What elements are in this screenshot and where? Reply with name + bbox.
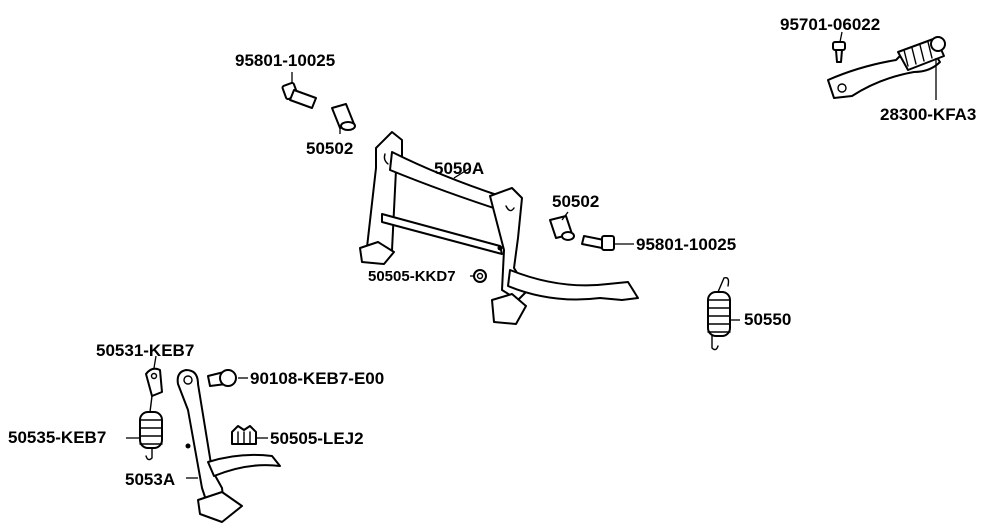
stopper-side — [231, 425, 257, 445]
main-stand — [359, 131, 639, 325]
label-bracket-side: 50531-KEB7 — [96, 341, 195, 360]
bolt-right — [581, 235, 615, 251]
spring-side — [139, 395, 163, 461]
label-kick-pedal: 28300-KFA3 — [880, 105, 977, 124]
spring-main — [707, 276, 731, 351]
label-collar-upper-left: 50502 — [306, 139, 354, 158]
label-spring-main: 50550 — [744, 310, 792, 329]
label-stopper-side: 50505-LEJ2 — [270, 429, 364, 448]
label-screw-kick: 95701-06022 — [780, 15, 881, 34]
stopper-main — [473, 269, 487, 283]
side-stand — [176, 369, 281, 523]
bracket-side — [145, 367, 163, 397]
leader-lines — [126, 31, 937, 479]
label-collar-right: 50502 — [552, 192, 600, 211]
label-main-stand: 5050A — [434, 159, 485, 178]
label-side-stand: 5053A — [125, 470, 176, 489]
collar-upper-left — [331, 103, 356, 131]
bolt-upper-left — [281, 81, 317, 109]
label-bolt-right: 95801-10025 — [636, 235, 737, 254]
bolt-side — [207, 369, 237, 387]
screw-kick — [832, 41, 846, 63]
label-spring-side: 50535-KEB7 — [8, 428, 107, 447]
label-bolt-upper-left: 95801-10025 — [235, 51, 336, 70]
label-stopper-main: 50505-KKD7 — [368, 268, 456, 285]
kick-pedal — [827, 36, 946, 99]
collar-right — [549, 215, 575, 241]
label-bolt-side: 90108-KEB7-E00 — [250, 369, 385, 388]
